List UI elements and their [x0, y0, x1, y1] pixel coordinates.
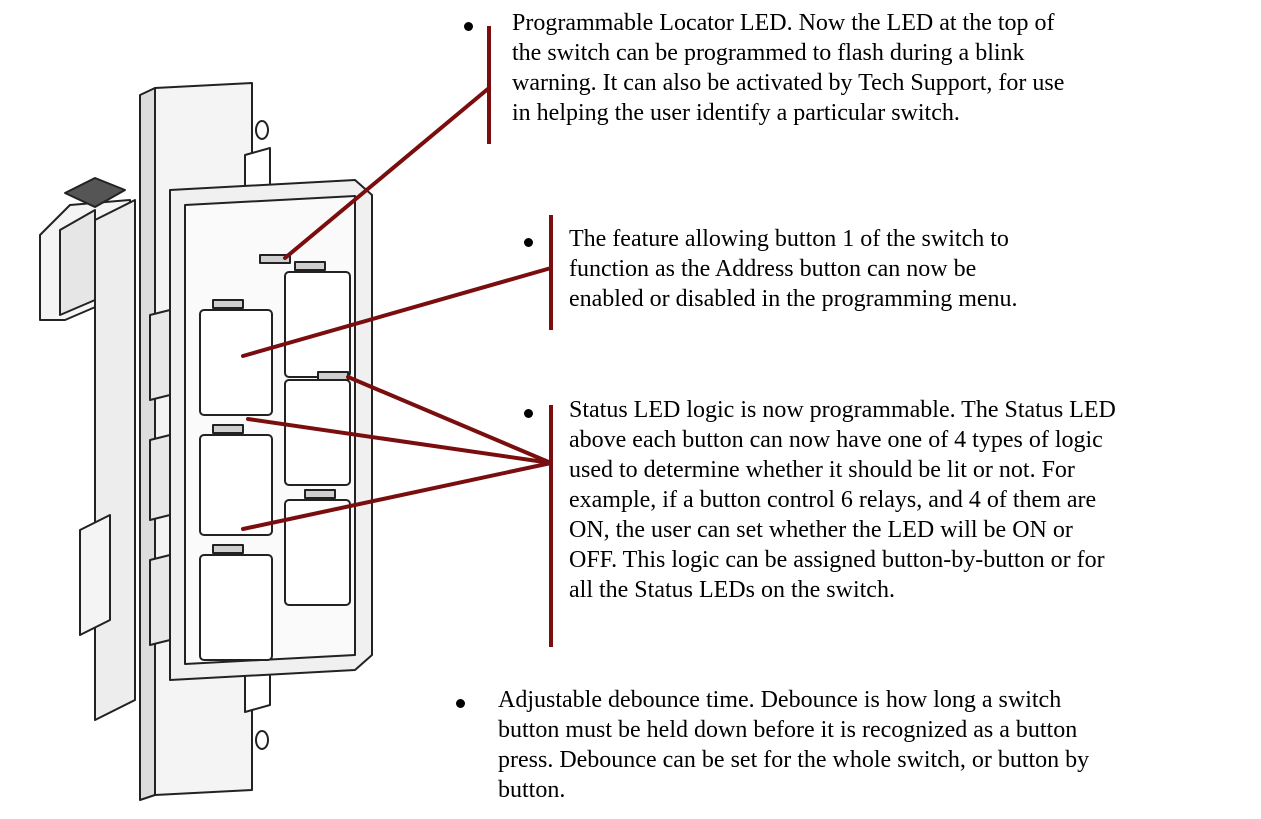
yoke-side-tabs	[79, 514, 111, 636]
switch-device	[39, 82, 373, 801]
status-led-4	[317, 371, 349, 381]
note-3-line-2: above each button can now have one of 4 …	[569, 427, 1103, 453]
bullet-3	[524, 409, 533, 418]
keypad-side-tab-1	[149, 309, 171, 401]
status-led-3	[212, 424, 244, 434]
status-led-1	[212, 299, 244, 309]
keypad-button-1	[199, 309, 273, 416]
note-4-line-4: button.	[498, 777, 566, 803]
status-led-6	[304, 489, 336, 499]
callout-lines	[241, 86, 553, 531]
keypad-side-tab-3	[149, 554, 171, 646]
locator-led	[259, 254, 291, 264]
status-led-2	[294, 261, 326, 271]
connector-tab	[64, 177, 126, 208]
keypad-side-tab-2	[149, 434, 171, 521]
callout-bar-1	[487, 26, 491, 144]
note-1-line-2: the switch can be programmed to flash du…	[512, 40, 1025, 66]
leader-status-led-b	[346, 375, 553, 465]
keypad-button-3	[199, 434, 273, 536]
note-2-line-1: The feature allowing button 1 of the swi…	[569, 226, 1009, 252]
keypad-button-6	[284, 499, 351, 606]
keypad-button-5	[199, 554, 273, 661]
note-3-line-3: used to determine whether it should be l…	[569, 457, 1075, 483]
note-3-line-1: Status LED logic is now programmable. Th…	[569, 397, 1116, 423]
bullet-4	[456, 699, 465, 708]
note-4-line-2: button must be held down before it is re…	[498, 717, 1078, 743]
callout-bar-3	[549, 405, 553, 647]
note-3-line-6: OFF. This logic can be assigned button-b…	[569, 547, 1105, 573]
note-4-line-1: Adjustable debounce time. Debounce is ho…	[498, 687, 1062, 713]
note-3-line-4: example, if a button control 6 relays, a…	[569, 487, 1097, 513]
note-2-line-2: function as the Address button can now b…	[569, 256, 977, 282]
note-debounce-time: Adjustable debounce time. Debounce is ho…	[498, 685, 1089, 805]
leader-address-button	[241, 266, 553, 358]
note-4-line-3: press. Debounce can be set for the whole…	[498, 747, 1090, 773]
note-locator-led: Programmable Locator LED. Now the LED at…	[512, 8, 1064, 128]
yoke-left	[94, 199, 136, 721]
lower-screw-hole	[255, 730, 269, 750]
note-3-line-5: ON, the user can set whether the LED wil…	[569, 517, 1073, 543]
note-address-button: The feature allowing button 1 of the swi…	[569, 224, 1018, 314]
status-led-5	[212, 544, 244, 554]
note-2-line-3: enabled or disabled in the programming m…	[569, 286, 1018, 312]
bullet-2	[524, 238, 533, 247]
bullet-1	[464, 22, 473, 31]
leader-status-led-a	[246, 417, 553, 465]
note-1-line-1: Programmable Locator LED. Now the LED at…	[512, 10, 1055, 36]
keypad-button-2	[284, 271, 351, 378]
note-status-led-logic: Status LED logic is now programmable. Th…	[569, 395, 1116, 605]
note-1-line-3: warning. It can also be activated by Tec…	[512, 70, 1065, 96]
upper-screw-hole	[255, 120, 269, 140]
note-1-line-4: in helping the user identify a particula…	[512, 100, 960, 126]
note-3-line-7: all the Status LEDs on the switch.	[569, 577, 895, 603]
callout-bar-2	[549, 215, 553, 330]
leader-status-led-c	[241, 461, 553, 531]
leader-locator-led	[283, 86, 491, 260]
